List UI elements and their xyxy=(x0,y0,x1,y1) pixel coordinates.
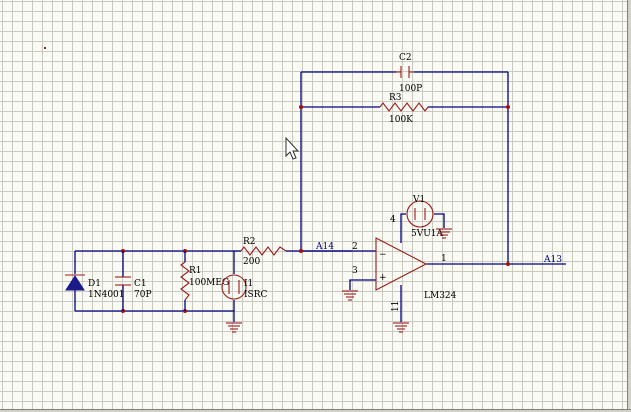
net-label-a14: A14 xyxy=(315,242,334,252)
c2-value: 100P xyxy=(399,84,422,94)
i1-value: ISRC xyxy=(244,290,267,300)
wire-pin3 xyxy=(349,279,376,290)
r2-value: 200 xyxy=(243,257,260,267)
opamp-u1[interactable]: − + 2 3 4 11 1 LM324 xyxy=(352,215,457,312)
resistor-r3[interactable]: R3 100K xyxy=(379,93,429,125)
ground-i1-icon xyxy=(226,322,242,333)
wires xyxy=(75,71,566,322)
i1-ref: I1 xyxy=(244,279,253,289)
pin-label-4: 4 xyxy=(390,215,396,225)
c1-ref: C1 xyxy=(134,279,147,289)
d1-ref: D1 xyxy=(88,279,101,289)
diode-d1[interactable]: D1 1N4001 xyxy=(65,251,125,311)
capacitor-c2[interactable]: C2 100P xyxy=(396,53,422,94)
opamp-value: LM324 xyxy=(424,291,457,301)
opamp-minus-sign: − xyxy=(379,250,387,260)
pin-label-3: 3 xyxy=(352,266,358,276)
capacitor-c1[interactable]: C1 70P xyxy=(115,251,152,311)
resistor-r2[interactable]: R2 200 xyxy=(240,237,287,267)
c1-value: 70P xyxy=(134,290,152,300)
ground-symbols xyxy=(226,228,452,333)
opamp-plus-sign: + xyxy=(379,273,387,283)
ground-vee-icon xyxy=(393,322,409,333)
wire-v1-gnd xyxy=(434,213,445,228)
net-label-a13: A13 xyxy=(543,255,562,265)
junctions xyxy=(121,105,510,313)
d1-value: 1N4001 xyxy=(88,290,125,300)
voltage-source-v1[interactable]: V1 5VU1A xyxy=(406,195,444,239)
v1-value: 5VU1A xyxy=(411,229,444,239)
r2-ref: R2 xyxy=(243,237,256,247)
c2-ref: C2 xyxy=(399,53,412,63)
r1-value: 100MEG xyxy=(189,278,229,288)
mouse-cursor-icon xyxy=(285,136,300,160)
ground-pin3-icon xyxy=(342,290,358,301)
resistor-r1[interactable]: R1 100MEG xyxy=(180,251,229,311)
pin-label-1: 1 xyxy=(441,254,447,264)
ground-v1-icon xyxy=(436,228,452,239)
current-source-i1[interactable]: I1 ISRC xyxy=(221,251,267,311)
v1-ref: V1 xyxy=(412,195,425,205)
stray-dot xyxy=(44,47,46,49)
window-frame-bottom xyxy=(0,409,631,412)
r1-ref: R1 xyxy=(189,266,202,276)
pin-label-2: 2 xyxy=(352,242,358,252)
r3-value: 100K xyxy=(389,115,413,125)
window-frame-right xyxy=(627,0,631,412)
r3-ref: R3 xyxy=(389,93,402,103)
pin-label-11: 11 xyxy=(391,301,401,312)
wire-vcc xyxy=(400,213,406,243)
